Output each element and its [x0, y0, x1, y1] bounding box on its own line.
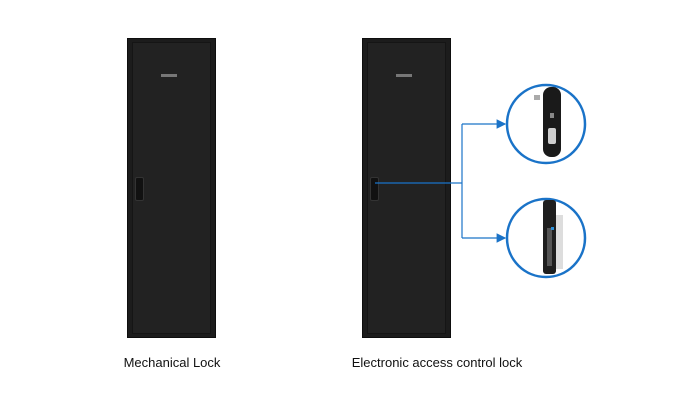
- electronic-lock-label: Electronic access control lock: [351, 355, 523, 370]
- cabinet-door: [367, 42, 446, 334]
- electronic-lock-handle: [370, 177, 379, 201]
- brand-logo: [161, 74, 177, 77]
- mechanical-lock-handle: [135, 177, 144, 201]
- cabinet-mechanical-lock: [127, 38, 216, 338]
- mechanical-lock-label: Mechanical Lock: [123, 355, 221, 370]
- brand-logo: [396, 74, 412, 77]
- keypad-lock-icon: [505, 197, 587, 279]
- fingerprint-lock-icon: [505, 83, 587, 165]
- cabinet-electronic-lock: [362, 38, 451, 338]
- callout-lines: [375, 119, 507, 243]
- cabinet-door: [132, 42, 211, 334]
